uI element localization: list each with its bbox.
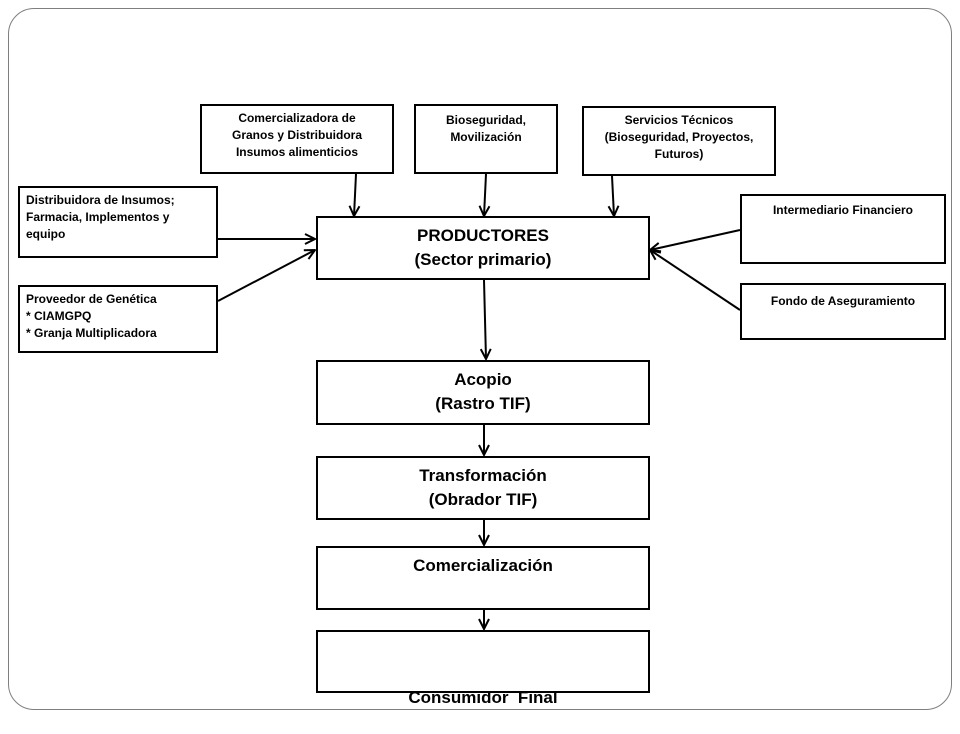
bioseguridad-line-2: Movilización: [450, 130, 522, 144]
productores-line-2: (Sector primario): [414, 250, 552, 269]
arrow-intermediario-to-productores: [650, 229, 741, 250]
comercializadora-box: Comercializadora de Granos y Distribuido…: [200, 104, 394, 174]
servicios-line-3: Futuros): [654, 147, 704, 161]
comercializacion-label: Comercialización: [413, 556, 553, 575]
comercializadora-line-1: Comercializadora de: [238, 111, 356, 125]
distribuidora-line-3: equipo: [26, 227, 66, 241]
acopio-line-2: (Rastro TIF): [435, 394, 531, 413]
distribuidora-box: Distribuidora de Insumos; Farmacia, Impl…: [18, 186, 218, 258]
comercializacion-box: Comercialización: [316, 546, 650, 610]
proveedor-line-1: Proveedor de Genética: [26, 292, 157, 306]
arrow-productores-to-acopio: [484, 279, 486, 359]
transformacion-box: Transformación (Obrador TIF): [316, 456, 650, 520]
arrow-fondo-to-productores: [650, 250, 741, 311]
bioseguridad-box: Bioseguridad, Movilización: [414, 104, 558, 174]
bioseguridad-line-1: Bioseguridad,: [445, 113, 526, 127]
acopio-box: Acopio (Rastro TIF): [316, 360, 650, 425]
servicios-tecnicos-box: Servicios Técnicos (Bioseguridad, Proyec…: [582, 106, 776, 176]
comercializadora-line-3: Insumos alimenticios: [235, 145, 359, 159]
servicios-line-2: (Bioseguridad, Proyectos,: [604, 130, 754, 144]
productores-line-1: PRODUCTORES: [417, 226, 549, 245]
intermediario-label: Intermediario Financiero: [772, 203, 914, 217]
fondo-label: Fondo de Aseguramiento: [770, 294, 916, 308]
arrow-bioseguridad-to-productores: [484, 173, 486, 216]
consumidor-final-box: Consumidor Final: [316, 630, 650, 707]
proveedor-line-3: * Granja Multiplicadora: [26, 326, 157, 340]
distribuidora-line-1: Distribuidora de Insumos;: [26, 193, 175, 207]
consumidor-label: Consumidor Final: [408, 688, 558, 707]
arrow-servicios-to-productores: [612, 175, 614, 216]
servicios-line-1: Servicios Técnicos: [624, 113, 734, 127]
transformacion-line-1: Transformación: [419, 466, 547, 485]
transformacion-line-2: (Obrador TIF): [428, 490, 538, 509]
fondo-aseguramiento-box: Fondo de Aseguramiento: [740, 283, 946, 340]
proveedor-line-2: * CIAMGPQ: [26, 309, 92, 323]
intermediario-financiero-box: Intermediario Financiero: [740, 194, 946, 264]
slide-frame: [8, 8, 952, 710]
comercializadora-line-2: Granos y Distribuidora: [231, 128, 363, 142]
acopio-line-1: Acopio: [454, 370, 512, 389]
proveedor-genetica-box: Proveedor de Genética * CIAMGPQ * Granja…: [18, 285, 218, 353]
arrow-proveedor-to-productores: [217, 250, 315, 302]
arrow-comercializadora-to-productores: [354, 173, 356, 216]
productores-box: PRODUCTORES (Sector primario): [316, 216, 650, 280]
distribuidora-line-2: Farmacia, Implementos y: [26, 210, 170, 224]
